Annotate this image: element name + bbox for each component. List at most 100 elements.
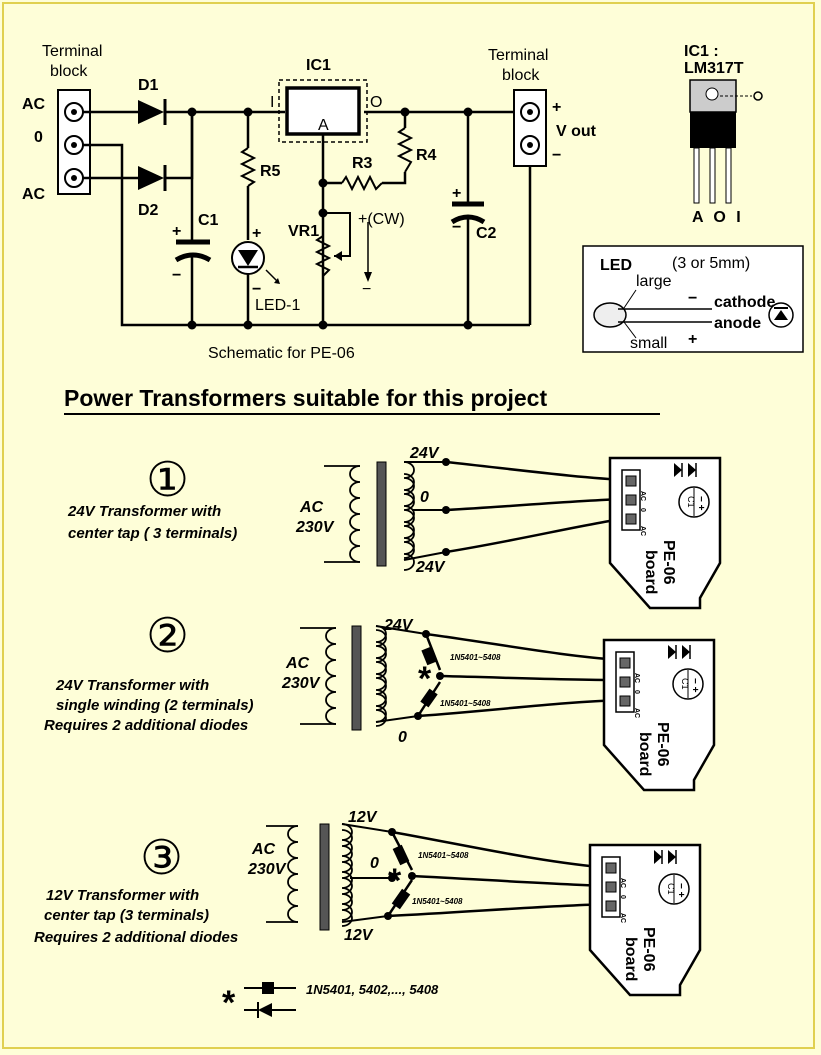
terminal-block-right-line2: block <box>502 67 540 84</box>
led-plus: + <box>252 225 261 242</box>
transformer-3-bot: 12V <box>344 927 374 944</box>
vout-plus: + <box>552 99 561 116</box>
ic1-outline <box>278 79 368 143</box>
c2-label: C2 <box>476 225 497 242</box>
transformer-2-desc-line2: single winding (2 terminals) <box>56 697 254 714</box>
board-1-pin-zero: 0 <box>639 508 646 512</box>
transformer-1-desc-line2: center tap ( 3 terminals) <box>68 525 237 542</box>
board-1-pin-ac-top: AC <box>639 491 646 501</box>
transformer-1-desc-line1: 24V Transformer with <box>67 503 221 520</box>
board-1-sub: board <box>642 550 659 594</box>
vout-minus: − <box>552 147 561 164</box>
transformer-3-number: ③ <box>140 832 183 885</box>
board-1-cap-sign: − + <box>695 496 706 511</box>
led-box-small: small <box>630 335 667 352</box>
transformer-2-star: * <box>418 660 432 698</box>
transformer-3-ac: AC <box>251 841 276 858</box>
ic-package: IC1 : LM317T A O I <box>684 43 763 226</box>
board-3-pin-ac-bottom: AC <box>619 913 626 923</box>
vout-label: V out <box>556 123 597 140</box>
board-3-name: PE-06 <box>640 927 657 972</box>
footnote-diode-top-icon <box>262 982 274 994</box>
c2-plus: + <box>452 185 461 202</box>
transformer-2-top: 24V <box>383 617 414 634</box>
board-2-name: PE-06 <box>654 722 671 767</box>
led-minus: − <box>252 281 261 298</box>
board-3-cap-sign: − + <box>675 883 686 898</box>
board-2-pin-ac-bottom: AC <box>633 708 640 718</box>
led-box-anode: anode <box>714 315 761 332</box>
board-1-pin-ac-bottom: AC <box>639 526 646 536</box>
terminal-block-left-line1: Terminal <box>42 43 102 60</box>
d1-label: D1 <box>138 77 159 94</box>
c1-label: C1 <box>198 212 219 229</box>
transformer-2-diode-label-bot: 1N5401~5408 <box>440 699 491 708</box>
led-box-cathode-sign: − <box>688 290 697 307</box>
footnote-text: 1N5401, 5402,..., 5408 <box>306 982 439 997</box>
input-pin-ac-bottom: AC <box>22 186 46 203</box>
pe06-board-1: AC 0 AC C1 − + PE-06 board <box>608 456 722 610</box>
ic-package-part: LM317T <box>684 60 744 77</box>
schematic: Terminal block AC 0 AC D1 D2 C1 + − <box>22 43 597 362</box>
r3-label: R3 <box>352 155 373 172</box>
board-3-sub: board <box>622 937 639 981</box>
diode-d1-icon <box>138 100 164 124</box>
c1-plus: + <box>172 223 181 240</box>
transformer-2-number: ② <box>146 610 189 663</box>
led-box-large: large <box>636 273 672 290</box>
led-box-cathode: cathode <box>714 294 775 311</box>
transformer-2-desc-line3: Requires 2 additional diodes <box>44 717 248 734</box>
led-box-title: LED <box>600 257 632 274</box>
vr1-label: VR1 <box>288 223 319 240</box>
transformer-1-top: 24V <box>409 445 440 462</box>
led1-label: LED-1 <box>255 297 300 314</box>
transformer-1-bot: 24V <box>415 559 446 576</box>
input-pin-ac-top: AC <box>22 96 46 113</box>
r4-label: R4 <box>416 147 437 164</box>
footnote-diode-bottom-icon <box>258 1003 272 1017</box>
schematic-caption: Schematic for PE-06 <box>208 345 355 362</box>
transformer-3-desc-line1: 12V Transformer with <box>46 887 199 904</box>
r5-label: R5 <box>260 163 281 180</box>
ic1-pin-o: O <box>370 94 382 111</box>
transformer-2-desc-line1: 24V Transformer with <box>55 677 209 694</box>
transformer-3-diode-label-top: 1N5401~5408 <box>418 851 469 860</box>
board-2-pin-zero: 0 <box>633 690 640 694</box>
vr1-minus: − <box>362 281 371 298</box>
transformer-3: ③ 12V Transformer with center tap (3 ter… <box>34 809 611 946</box>
ic1-body <box>285 86 361 136</box>
ic-package-pins: A O I <box>692 209 744 226</box>
transformer-3-desc-line3: Requires 2 additional diodes <box>34 929 238 946</box>
transformer-2-bot: 0 <box>398 729 407 746</box>
transformer-2: ② 24V Transformer with single winding (2… <box>44 610 623 746</box>
footnote: * 1N5401, 5402,..., 5408 <box>222 982 439 1022</box>
led-box-size: (3 or 5mm) <box>672 255 750 272</box>
board-2-pin-ac-top: AC <box>633 673 640 683</box>
transformer-2-diode-label-top: 1N5401~5408 <box>450 653 501 662</box>
transformer-2-ac: AC <box>285 655 310 672</box>
transformer-1-core <box>376 461 387 567</box>
transformer-3-core <box>319 823 330 931</box>
transformer-1-ac: AC <box>299 499 324 516</box>
transformer-1-number: ① <box>146 454 189 507</box>
transformer-3-mid: 0 <box>370 855 379 872</box>
footnote-star: * <box>222 984 236 1022</box>
board-3-cap-label: C1 <box>666 883 676 895</box>
transformer-3-star: * <box>388 862 402 900</box>
d2-label: D2 <box>138 202 159 219</box>
input-pin-zero: 0 <box>34 129 43 146</box>
board-3-pin-ac-top: AC <box>619 878 626 888</box>
led-box-anode-sign: + <box>688 331 697 348</box>
transformer-2-voltage: 230V <box>281 675 321 692</box>
section-title: Power Transformers suitable for this pro… <box>64 385 547 411</box>
transformer-1-voltage: 230V <box>295 519 335 536</box>
terminal-block-right-line1: Terminal <box>488 47 548 64</box>
diode-d2-icon <box>138 166 164 190</box>
transformer-3-top: 12V <box>348 809 378 826</box>
board-1-name: PE-06 <box>660 540 677 585</box>
ic1-label: IC1 <box>306 57 331 74</box>
pe06-board-2: AC 0 AC C1 − + PE-06 board <box>602 638 716 792</box>
transformer-2-core <box>351 625 362 731</box>
transformer-1-mid: 0 <box>420 489 429 506</box>
